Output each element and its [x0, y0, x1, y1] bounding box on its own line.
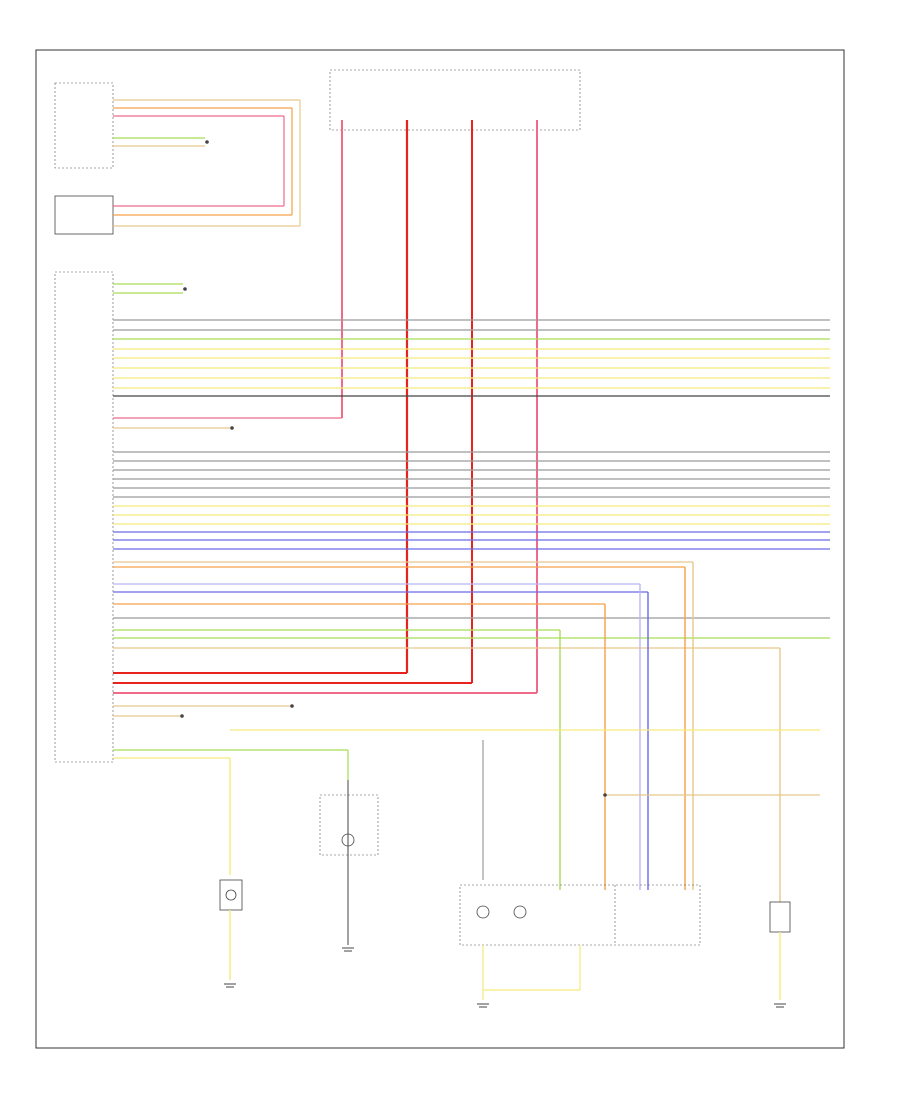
diagram-frame [35, 49, 845, 1049]
main-module-short-wires [113, 283, 342, 718]
top-fuse-wires [341, 120, 538, 693]
upper-control-module-box [54, 82, 114, 169]
ground-icon [477, 1003, 489, 1008]
lamp-bulb-icon [476, 905, 490, 919]
bottom-components [219, 780, 791, 1000]
fuse-box [329, 69, 581, 131]
left-lamp-box [219, 879, 243, 911]
splice [183, 287, 187, 291]
branch-wires [113, 562, 820, 905]
headlamp-assembly-box [459, 884, 701, 946]
bus-rows [113, 319, 830, 694]
splice [180, 714, 184, 718]
splice [603, 793, 607, 797]
grounds [224, 947, 786, 1008]
lamp-bulb-icon [513, 905, 527, 919]
lamp-bulb-icon [225, 889, 237, 901]
splice [205, 140, 209, 144]
ground-icon [342, 947, 354, 952]
ground-icon [774, 1003, 786, 1008]
splice [230, 426, 234, 430]
right-sensor-box [769, 901, 791, 933]
ground-icon [224, 983, 236, 988]
splice [290, 704, 294, 708]
upper-module-wires [113, 99, 301, 227]
lamp-socket-box [319, 794, 379, 856]
center-module-box [54, 195, 114, 235]
main-control-module-box [54, 271, 114, 763]
